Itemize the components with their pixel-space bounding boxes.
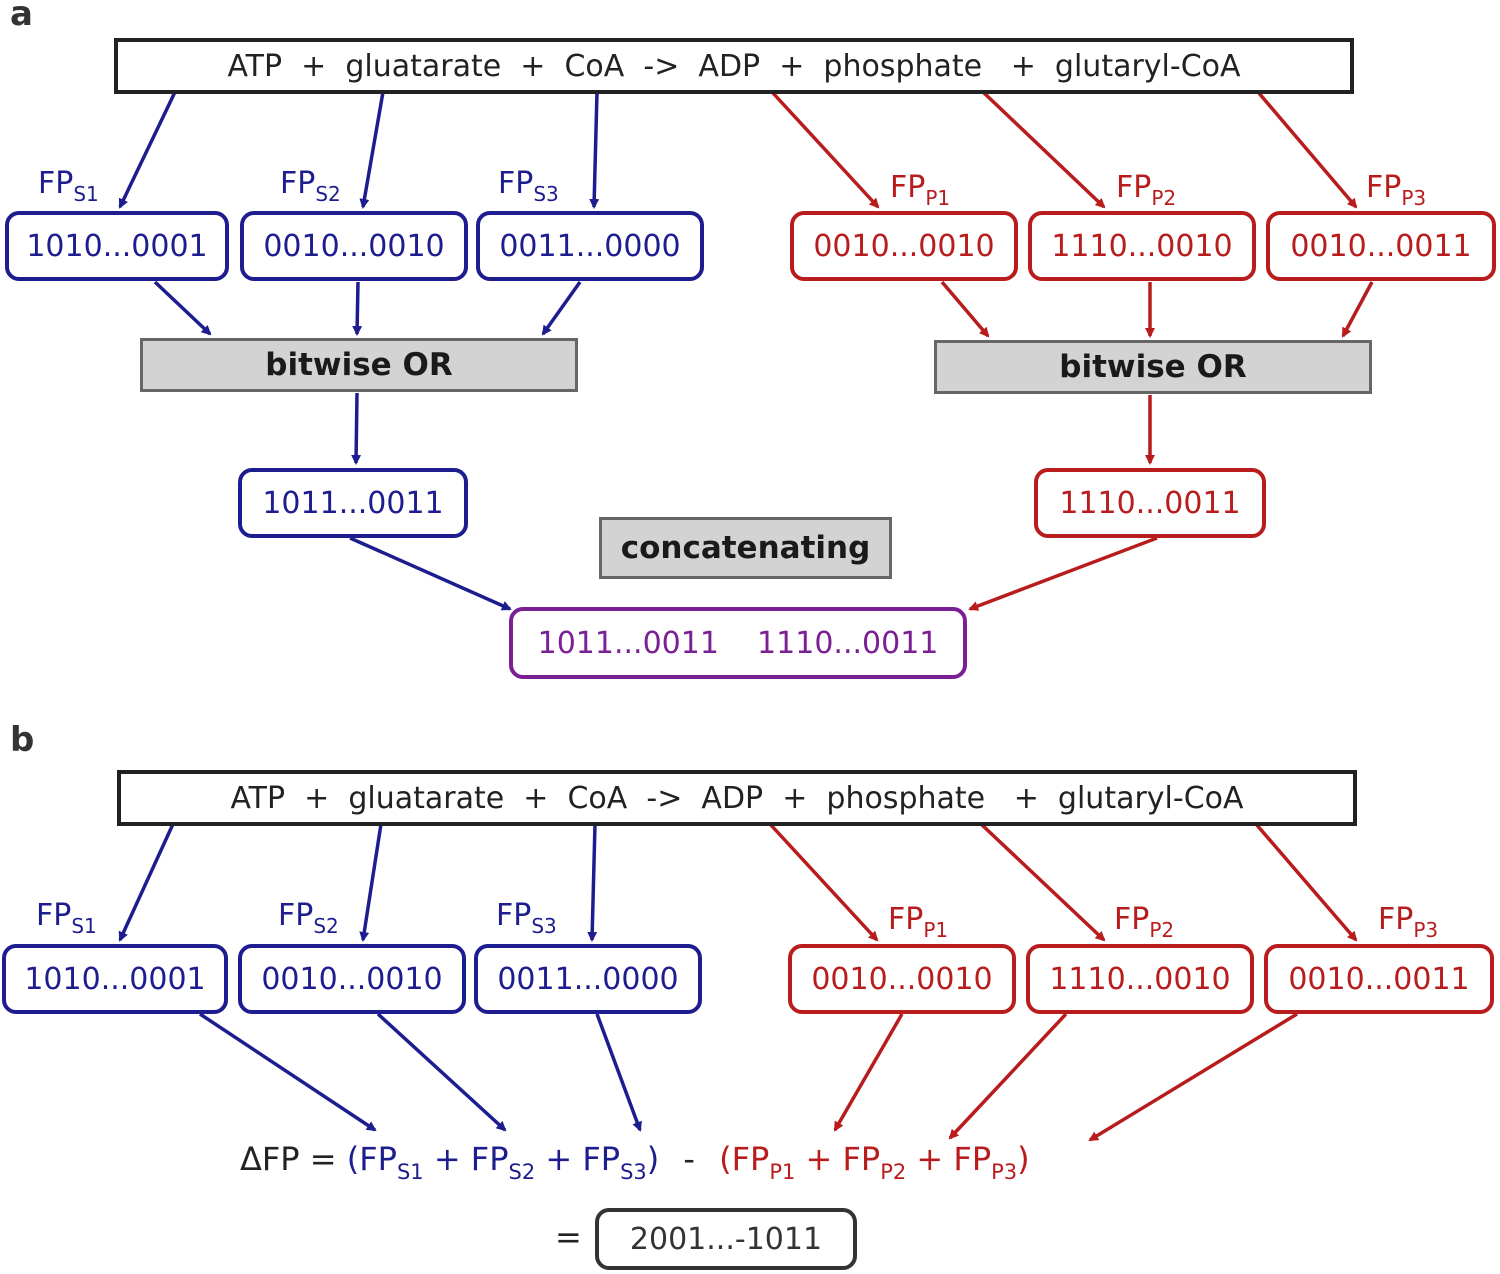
panel-a-fp-p3: 0010...0011 — [1266, 211, 1496, 281]
arrow-b-p3-formula — [1088, 1012, 1298, 1142]
panel-b-label-s1: FPS1 — [36, 898, 97, 938]
panel-b-label-s2: FPS2 — [278, 898, 339, 938]
arrow-a-concat-left — [349, 536, 512, 611]
panel-b-formula: ΔFP = (FPS1 + FPS2 + FPS3) - (FPP1 + FPP… — [240, 1140, 1030, 1184]
panel-a-fp-p1: 0010...0010 — [790, 211, 1018, 281]
formula-minus: - — [683, 1140, 695, 1178]
arrow-b-s1-formula — [199, 1012, 377, 1132]
arrow-b-s2 — [359, 823, 383, 942]
panel-a-label-p3: FPP3 — [1366, 170, 1427, 210]
arrow-a-s1 — [118, 91, 177, 209]
panel-a-or-left: bitwise OR — [140, 338, 578, 392]
arrow-b-p1 — [768, 822, 879, 942]
panel-a-concat-label: concatenating — [599, 517, 892, 579]
panel-a-or-right: bitwise OR — [934, 340, 1372, 394]
arrow-a-s1-or — [153, 280, 212, 336]
panel-b-label-p1: FPP1 — [888, 902, 949, 942]
panel-b-equals: = — [555, 1218, 582, 1256]
formula-lhs: ΔFP = — [240, 1140, 337, 1178]
panel-b-reaction: ATP + gluatarate + CoA -> ADP + phosphat… — [117, 770, 1357, 826]
panel-a-fp-p2: 1110...0010 — [1028, 211, 1256, 281]
panel-b-fp-s3: 0011...0000 — [474, 944, 702, 1014]
arrow-b-s1 — [118, 823, 175, 942]
panel-a-concat-result: 1011...0011 1110...0011 — [509, 607, 967, 679]
arrow-b-s3-formula — [595, 1013, 642, 1132]
panel-a-or-result-right: 1110...0011 — [1034, 468, 1266, 538]
panel-a-fp-s2: 0010...0010 — [240, 211, 468, 281]
arrow-a-p1 — [770, 90, 880, 209]
arrow-a-concat-right — [968, 536, 1158, 611]
panel-b-fp-p2: 1110...0010 — [1026, 944, 1254, 1014]
panel-b-fp-p1: 0010...0010 — [788, 944, 1016, 1014]
arrow-b-p3 — [1254, 822, 1358, 942]
arrow-a-s2 — [359, 91, 385, 209]
panel-a-reaction: ATP + gluatarate + CoA -> ADP + phosphat… — [114, 38, 1354, 94]
panel-a-label-s2: FPS2 — [280, 166, 341, 206]
panel-a-label-p2: FPP2 — [1116, 170, 1177, 210]
arrow-b-s3 — [587, 823, 598, 942]
panel-b-fp-p3: 0010...0011 — [1264, 944, 1494, 1014]
arrow-a-p3 — [1256, 90, 1358, 209]
panel-a-fp-s3: 0011...0000 — [476, 211, 704, 281]
panel-b-fp-s1: 1010...0001 — [2, 944, 228, 1014]
panel-a-fp-s1: 1010...0001 — [5, 211, 229, 281]
formula-product-sum: (FPP1 + FPP2 + FPP3) — [719, 1140, 1030, 1184]
arrow-b-p1-formula — [833, 1013, 904, 1132]
panel-b-fp-s2: 0010...0010 — [238, 944, 466, 1014]
panel-b-label: b — [10, 720, 35, 760]
panel-a-label-s3: FPS3 — [498, 166, 559, 206]
arrow-a-p1-or — [940, 280, 990, 338]
arrow-a-p3-or — [1341, 281, 1374, 338]
arrow-a-s3-or — [541, 280, 582, 336]
arrow-a-or-left — [351, 392, 362, 465]
panel-b-label-s3: FPS3 — [496, 898, 557, 938]
arrow-b-p2 — [979, 822, 1106, 942]
panel-a-or-result-left: 1011...0011 — [238, 468, 468, 538]
arrow-a-s3 — [589, 91, 600, 209]
panel-b-result: 2001...-1011 — [595, 1208, 857, 1270]
formula-substrate-sum: (FPS1 + FPS2 + FPS3) — [346, 1140, 660, 1184]
arrow-b-p2-formula — [948, 1012, 1068, 1140]
arrow-b-s2-formula — [376, 1012, 507, 1132]
panel-b-label-p3: FPP3 — [1378, 902, 1439, 942]
arrow-a-s2-or — [352, 281, 363, 336]
panel-a-label-p1: FPP1 — [890, 170, 951, 210]
panel-b-label-p2: FPP2 — [1114, 902, 1175, 942]
panel-a-label: a — [10, 0, 33, 34]
panel-a-label-s1: FPS1 — [38, 166, 99, 206]
arrow-a-p2 — [981, 90, 1106, 209]
